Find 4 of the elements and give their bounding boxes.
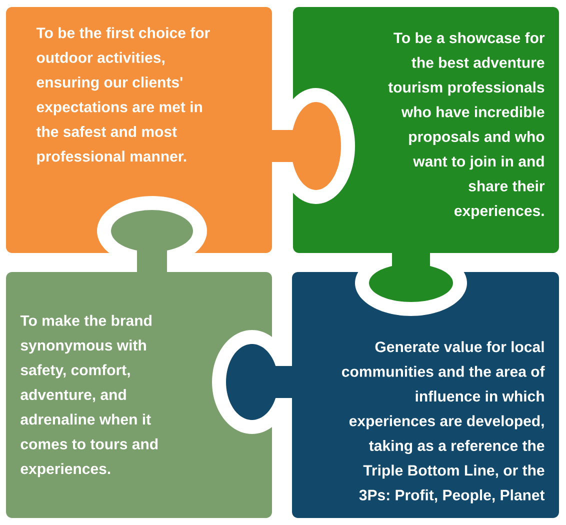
puzzle-piece: Generate value for local communities and the area of influence in which experiences are developed, taking as a reference the Triple Bottom Line, or the 3Ps: Profit, People, Planet bbox=[226, 272, 559, 518]
puzzle-piece: To make the brand synonymous with safety, comfort, adventure, and adrenaline when it comes to tours and experiences. bbox=[6, 210, 272, 518]
puzzle-piece: To be the first choice for outdoor activities, ensuring our clients' expectations are met in the safest and most professional manner. bbox=[6, 7, 341, 253]
puzzle-piece: To be a showcase for the best adventure tourism professionals who have incredible proposals and who want to join in and share their experiences. bbox=[293, 7, 559, 302]
